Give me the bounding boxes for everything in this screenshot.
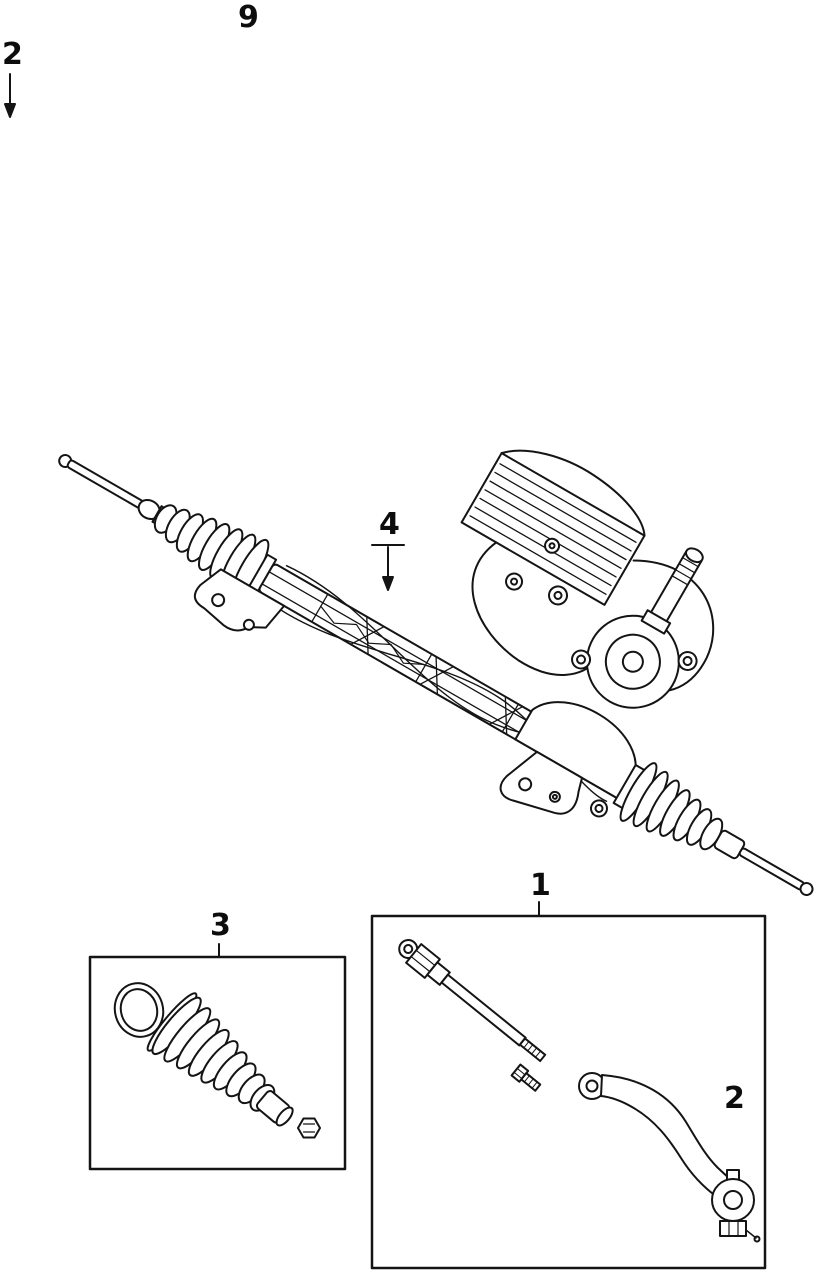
boot-kit-box [88, 955, 347, 1171]
callout-3: 3 [210, 908, 231, 943]
gear-housing [460, 449, 715, 818]
right-boot [612, 762, 724, 851]
input-shaft [640, 547, 704, 635]
steering-boot [146, 992, 294, 1127]
jam-fitting [510, 1063, 542, 1092]
callout-4: 4 [379, 507, 400, 542]
outer-tie-rod-end [578, 1072, 761, 1243]
inner-tie-rod [398, 939, 547, 1063]
right-tie-rod [713, 829, 814, 896]
boot-nut [297, 1117, 321, 1139]
steering-gear-assembly-illustration [58, 449, 814, 896]
boot-clamp-ring [113, 982, 165, 1038]
callout-2-top: 2 [2, 37, 23, 72]
callout-9: 9 [238, 0, 259, 35]
callout-2-bottom: 2 [724, 1081, 745, 1116]
left-tie-rod [58, 454, 172, 528]
callout-2-top-arrow [4, 73, 16, 118]
callout-4-arrow [371, 544, 405, 591]
callout-1: 1 [530, 868, 551, 903]
mount-bracket-left [193, 568, 286, 632]
tie-rod-box [370, 914, 767, 1270]
